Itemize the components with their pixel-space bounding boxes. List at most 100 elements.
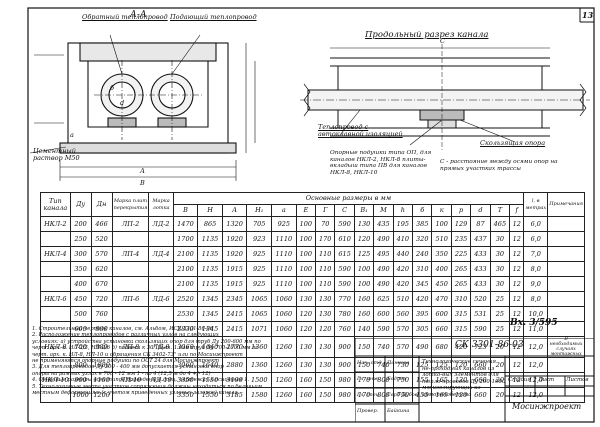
cell-value: 12,0 (523, 387, 549, 403)
cross-section-drawing (30, 34, 256, 181)
role-name: Бодров (387, 376, 406, 382)
cell-value: 305 (412, 321, 433, 337)
cell-type (40, 276, 71, 292)
cell-value: 2520 (172, 291, 199, 307)
cell-note (547, 216, 585, 232)
col-tray: Марка лотка (148, 192, 174, 217)
cell-plate: ЛП-2 (111, 216, 150, 232)
cell-value: 150 (315, 387, 336, 403)
cell-plate (111, 276, 150, 292)
cell-value: 110 (315, 276, 336, 292)
dim-header: к (431, 204, 452, 217)
cell-value: 1135 (197, 246, 223, 262)
dimensions-table: Тип канала Ду Дн Марка плит перекрытия М… (40, 192, 585, 403)
cell-value: 1345 (197, 291, 223, 307)
cell-value: 395 (412, 306, 433, 322)
cell-tray: ЛД-6 (148, 291, 174, 307)
note-line: 4. Основные размеры всех типов приведены… (32, 377, 250, 384)
dim-header: М (373, 204, 394, 217)
cell-value: 780 (334, 306, 355, 322)
cell-value: 1135 (197, 261, 223, 277)
col-dn: Дн (90, 192, 113, 217)
cell-value: 87 (470, 216, 491, 232)
cell-value: 1915 (221, 261, 248, 277)
note-line: опоры на рамных узлах в 700 - 12 мм 1 - … (32, 370, 211, 377)
cell-value: 310 (450, 291, 472, 307)
note-line: 5. Технологичные места участков сопряжен… (32, 383, 262, 390)
cell-value: 1700 (172, 231, 199, 247)
cell-value: 923 (246, 231, 273, 247)
cell-dn: 720 (90, 291, 113, 307)
cell-dn: 466 (90, 216, 113, 232)
cell-du: 300 (69, 246, 92, 262)
cell-du: 350 (69, 261, 92, 277)
cell-tray: ЛД-4 (148, 246, 174, 262)
cell-value: 110 (315, 246, 336, 262)
cell-value: 420 (412, 291, 433, 307)
cell-value: 420 (392, 276, 414, 292)
cell-value: 30 (489, 231, 511, 247)
cell-dn: 880 (90, 321, 113, 337)
cell-value: 433 (470, 246, 491, 262)
cell-value: 1550 (197, 387, 223, 403)
title-block-frame (355, 338, 594, 422)
cell-dn: 570 (90, 246, 113, 262)
col-plate: Марка плит перекрытия (111, 192, 150, 217)
dim-header: h (392, 204, 414, 217)
cell-value: 590 (334, 276, 355, 292)
cell-dn: 620 (90, 261, 113, 277)
cell-value: 100 (353, 276, 375, 292)
cell-value: 225 (450, 246, 472, 262)
role-label: Провер. (357, 408, 379, 414)
cell-value: 12 (509, 276, 525, 292)
cell-dn: 760 (90, 306, 113, 322)
cell-value: 925 (246, 276, 273, 292)
cell-value: 2100 (172, 276, 199, 292)
cell-tray (148, 261, 174, 277)
cell-tray (148, 276, 174, 292)
cell-value: 130 (315, 306, 336, 322)
cell-value: 925 (271, 216, 297, 232)
cell-value: 2530 (172, 306, 199, 322)
cell-value: 100 (295, 276, 317, 292)
cell-value: 120 (353, 231, 375, 247)
stage-label: Стадия (508, 377, 531, 383)
cell-value: 520 (470, 291, 491, 307)
return-pipe-label: Обратный теплопровод (82, 13, 168, 21)
cell-tray (148, 231, 174, 247)
cell-value: 140 (353, 321, 375, 337)
cell-plate (111, 306, 150, 322)
cell-value: 195 (392, 216, 414, 232)
dim-header: f (509, 204, 525, 217)
cell-value: 345 (412, 276, 433, 292)
cell-type: НКЛ-2 (40, 216, 71, 232)
cell-note (547, 291, 585, 307)
cell-value: 610 (334, 231, 355, 247)
cell-value: 25 (489, 306, 511, 322)
note-line: 1. Строительный чертеж каналов, см. Альб… (32, 326, 214, 332)
cell-value: 510 (392, 291, 414, 307)
cell-tray: ЛД-2 (148, 216, 174, 232)
col-type: Тип канала (40, 192, 71, 217)
cell-du: 500 (69, 306, 92, 322)
cell-value: 130 (315, 291, 336, 307)
cell-value: 165 (431, 387, 452, 403)
cell-value: 490 (373, 261, 394, 277)
cell-value: 12 (509, 261, 525, 277)
note-line: 3. Для теплопроводов Ду 200 - 400 мм доп… (32, 364, 224, 371)
cell-value: 129 (450, 216, 472, 232)
cell-value: 433 (470, 276, 491, 292)
dim-header: Н (197, 204, 223, 217)
cell-value: 310 (412, 261, 433, 277)
cell-value: 170 (315, 231, 336, 247)
cell-value: 125 (353, 246, 375, 262)
dim-header: Т (489, 204, 511, 217)
cell-dn: 520 (90, 231, 113, 247)
dim-B-label: В (140, 179, 145, 187)
col-notes: Примечания (547, 192, 585, 217)
